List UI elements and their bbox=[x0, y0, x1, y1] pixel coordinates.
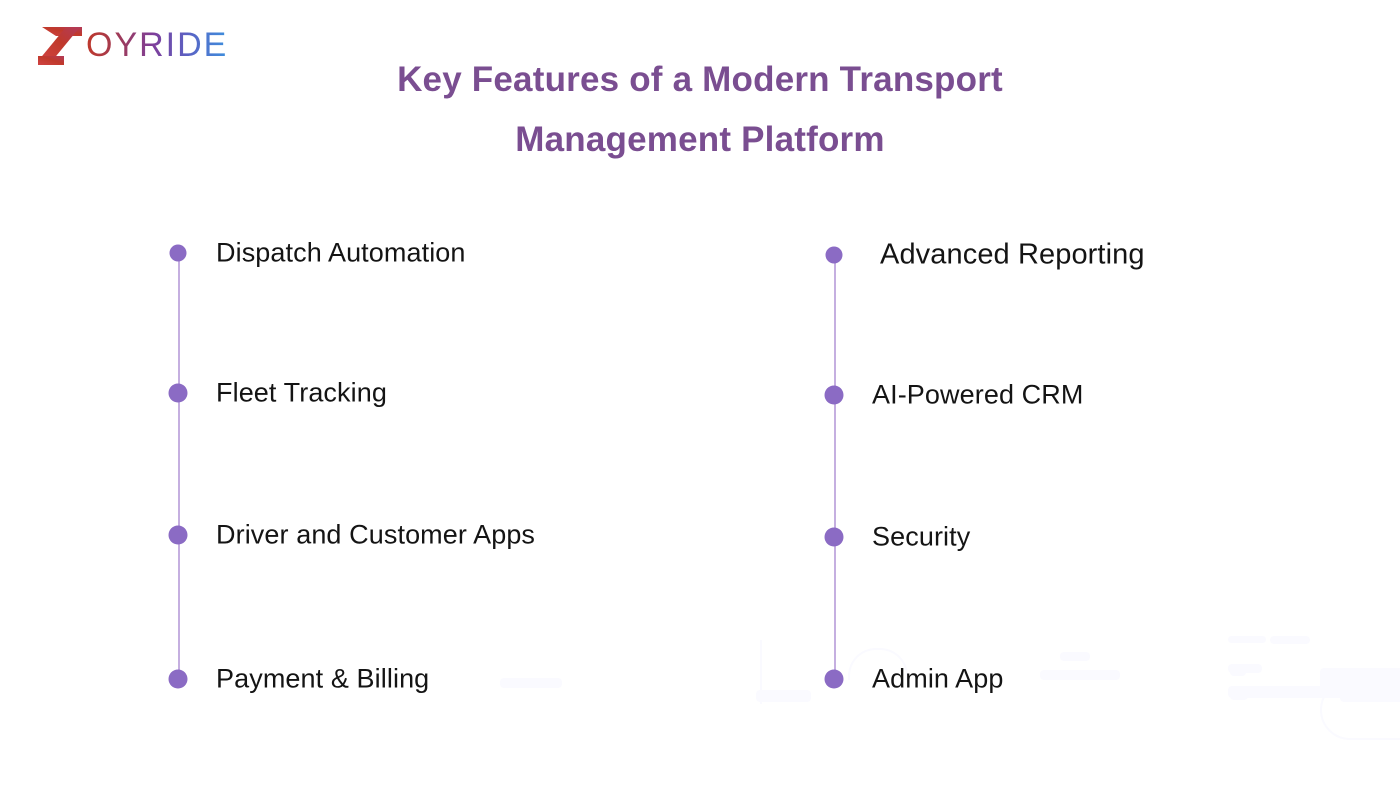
watermark-shape bbox=[1228, 636, 1266, 643]
watermark-shape bbox=[756, 690, 811, 702]
watermark-shape bbox=[1228, 686, 1348, 698]
list-item: Dispatch Automation bbox=[216, 237, 466, 268]
list-item: Admin App bbox=[872, 663, 1004, 694]
list-item: Driver and Customer Apps bbox=[216, 519, 536, 550]
logo-wordmark: OYRIDE bbox=[86, 26, 229, 64]
watermark-shape bbox=[1340, 692, 1400, 702]
page-title-line-1: Key Features of a Modern Transport bbox=[397, 60, 1003, 99]
timeline-node[interactable] bbox=[825, 246, 843, 264]
timeline-node[interactable] bbox=[168, 669, 188, 689]
list-item: Security bbox=[872, 521, 971, 552]
watermark-shape bbox=[1040, 670, 1120, 680]
page-title-line-2: Management Platform bbox=[515, 120, 885, 160]
watermark-cloud-icon bbox=[1320, 680, 1400, 740]
watermark-bar bbox=[760, 640, 762, 704]
watermark-shape bbox=[1320, 668, 1400, 694]
watermark-shape bbox=[500, 678, 562, 688]
list-item: AI-Powered CRM bbox=[872, 379, 1084, 410]
watermark-shape bbox=[1230, 688, 1248, 700]
timeline-node[interactable] bbox=[824, 669, 844, 689]
list-item: Payment & Billing bbox=[216, 663, 430, 694]
watermark-shape bbox=[1270, 636, 1310, 644]
timeline-node[interactable] bbox=[169, 244, 187, 262]
timeline-node[interactable] bbox=[824, 385, 844, 405]
watermark-shape bbox=[1060, 652, 1090, 661]
logo-z-icon bbox=[38, 27, 82, 65]
brand-logo[interactable]: OYRIDE bbox=[36, 22, 228, 70]
watermark-shape bbox=[1228, 664, 1262, 673]
timeline-axis-left bbox=[178, 253, 180, 679]
list-item: Fleet Tracking bbox=[216, 377, 387, 408]
watermark-shape bbox=[1230, 669, 1246, 676]
page-title: Key Features of a Modern Transport Manag… bbox=[300, 50, 1100, 170]
timeline-node[interactable] bbox=[168, 525, 188, 545]
timeline-node[interactable] bbox=[824, 527, 844, 547]
timeline-node[interactable] bbox=[168, 383, 188, 403]
timeline-axis-right bbox=[834, 255, 836, 679]
list-item: Advanced Reporting bbox=[880, 238, 1145, 271]
